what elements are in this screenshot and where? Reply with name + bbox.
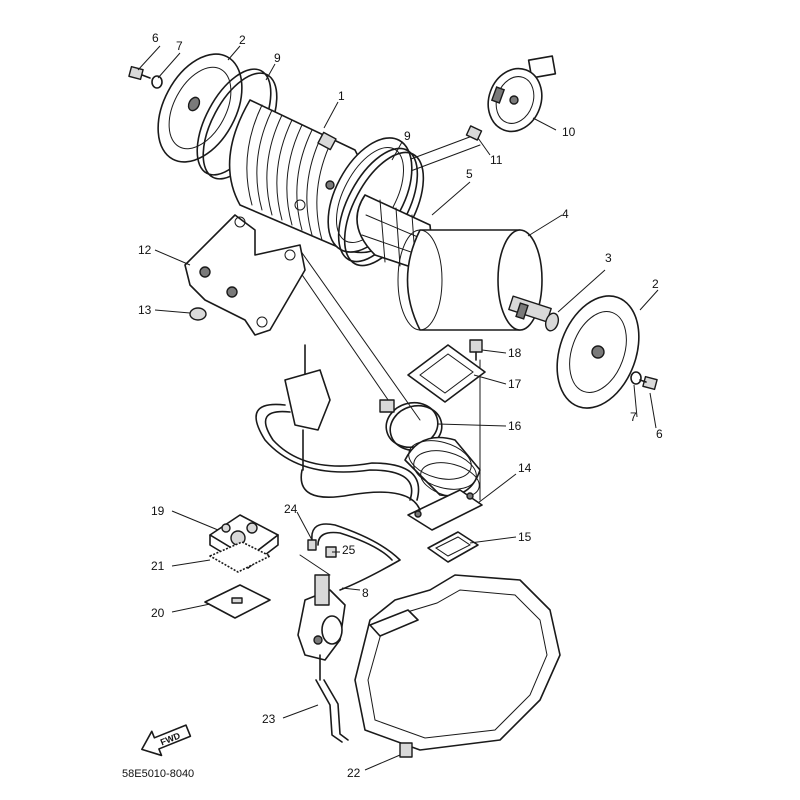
crankcase-cover (354, 574, 561, 751)
silencer-cap (487, 55, 557, 133)
callout-21: 21 (151, 559, 165, 573)
center-bolt (508, 295, 560, 332)
leader-lines (137, 45, 659, 771)
callout-7-bottom: 7 (630, 410, 637, 424)
callout-14: 14 (518, 461, 532, 475)
callout-7-top: 7 (176, 39, 183, 53)
callout-11: 11 (490, 153, 503, 167)
joint-gasket (427, 531, 479, 563)
joint-screw (469, 339, 483, 361)
diagram-code: 58E5010-8040 (122, 768, 194, 780)
bracket-nut (189, 307, 207, 321)
drain-tube (315, 679, 349, 743)
callout-15: 15 (518, 530, 532, 544)
grommet (399, 742, 413, 758)
callout-2-top: 2 (239, 33, 246, 47)
callout-5: 5 (466, 167, 473, 181)
intake-joint (404, 436, 483, 531)
mounting-bracket (184, 214, 306, 336)
end-cover-left (157, 53, 243, 163)
callout-17: 17 (508, 377, 522, 391)
washer-right (630, 371, 642, 385)
gasket-plate (407, 344, 486, 403)
serrated-gasket (209, 541, 271, 573)
callout-4: 4 (562, 207, 569, 221)
callout-6-top: 6 (152, 31, 159, 45)
callout-3: 3 (605, 251, 612, 265)
screw-left (128, 65, 151, 81)
callout-6-bottom: 6 (656, 427, 663, 441)
callout-10: 10 (562, 125, 576, 139)
callout-13: 13 (138, 303, 152, 317)
base-plate (204, 584, 271, 619)
callout-22: 22 (347, 766, 361, 780)
callout-19: 19 (151, 504, 165, 518)
forward-arrow: FWD (141, 724, 192, 757)
end-cover-right (556, 295, 640, 409)
washer-left (151, 75, 163, 89)
hoses (255, 344, 421, 591)
callout-8: 8 (362, 586, 369, 600)
callout-labels: 6 7 2 9 1 9 5 4 3 2 10 11 12 13 18 17 16… (138, 31, 663, 780)
hose-clip (307, 539, 317, 551)
carburetor (297, 574, 346, 681)
callout-9-left: 9 (274, 51, 281, 65)
callout-24: 24 (284, 502, 298, 516)
callout-12: 12 (138, 243, 152, 257)
callout-9-right: 9 (404, 129, 411, 143)
callout-2-right: 2 (652, 277, 659, 291)
screw-right (639, 375, 658, 391)
callout-1: 1 (338, 89, 345, 103)
callout-16: 16 (508, 419, 522, 433)
callout-18: 18 (508, 346, 522, 360)
callout-23: 23 (262, 712, 276, 726)
callout-20: 20 (151, 606, 165, 620)
small-nut (465, 125, 483, 141)
callout-25: 25 (342, 543, 356, 557)
